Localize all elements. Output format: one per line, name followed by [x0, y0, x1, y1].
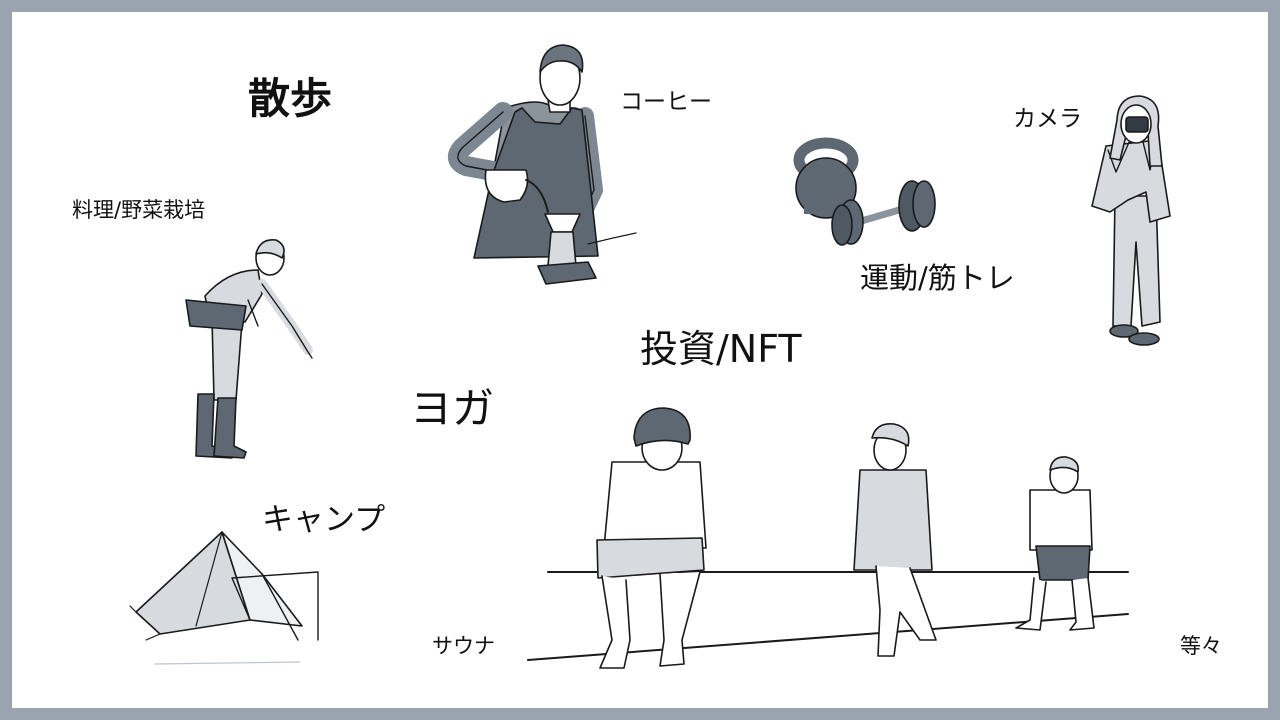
- label-investment: 投資/NFT: [640, 327, 802, 371]
- sauna-bench-illustration: [527, 407, 1129, 669]
- label-yoga: ヨガ: [410, 384, 495, 433]
- label-cooking: 料理/野菜栽培: [72, 198, 206, 222]
- gardener-illustration: [185, 238, 313, 459]
- sauna-seated-man: [1015, 456, 1095, 631]
- label-etc: 等々: [1180, 634, 1222, 658]
- label-sauna: サウナ: [432, 634, 495, 658]
- label-workout: 運動/筋トレ: [860, 261, 1015, 295]
- tent-illustration: [129, 531, 319, 665]
- label-camping: キャンプ: [262, 502, 386, 538]
- label-camera: カメラ: [1013, 106, 1082, 132]
- sauna-woman-in-towel: [853, 422, 937, 657]
- label-walk: 散歩: [248, 74, 333, 123]
- label-coffee: コーヒー: [620, 89, 712, 115]
- kettlebell-dumbbell-illustration: [793, 137, 936, 246]
- sauna-man-with-hat: [596, 407, 707, 669]
- barista-illustration: [447, 44, 637, 285]
- photographer-illustration: [1091, 95, 1171, 346]
